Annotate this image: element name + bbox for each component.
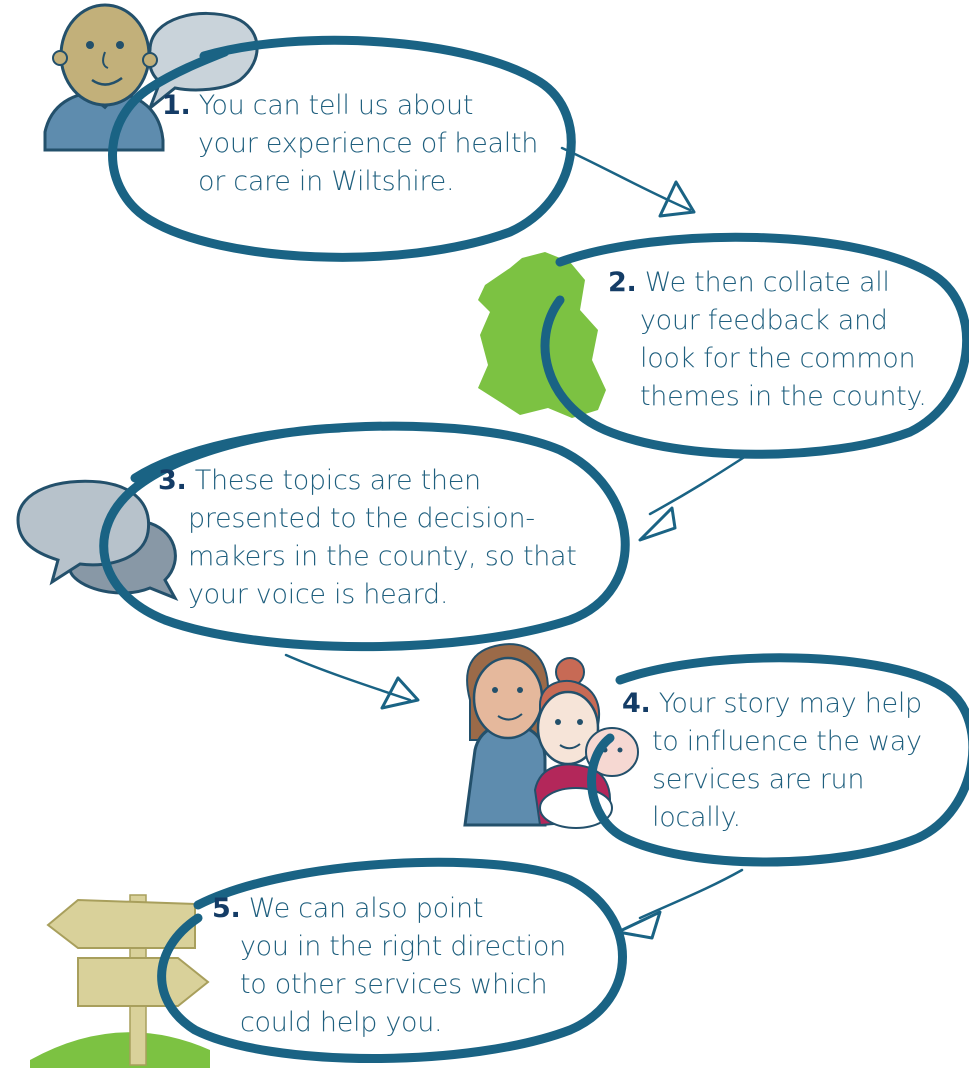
step-5-ellipse <box>157 857 627 1063</box>
step-2-line-1: We then collate all <box>644 267 890 298</box>
man-with-speech-bubble-icon <box>43 3 259 152</box>
step-4-number: 4. <box>622 688 651 719</box>
arrow-1-to-2 <box>560 146 696 218</box>
step-4-line-4: locally. <box>652 802 741 833</box>
arrow-3-to-4 <box>284 653 420 710</box>
step-5-line-4: could help you. <box>240 1007 443 1038</box>
step-1-line-1: You can tell us about <box>198 90 474 121</box>
speech-bubbles-icon <box>16 479 179 601</box>
step-2-number: 2. <box>608 267 637 298</box>
step-3-line-4: your voice is heard. <box>188 579 449 610</box>
step-3-line-2: presented to the decision- <box>188 503 535 534</box>
step-1-line-2: your experience of health <box>198 128 539 159</box>
step-4-text: 4. Your story may help to influence the … <box>622 685 922 837</box>
step-4-line-2: to influence the way <box>652 726 922 757</box>
step-1-text: 1. You can tell us about your experience… <box>162 87 538 201</box>
step-1-line-3: or care in Wiltshire. <box>198 166 455 197</box>
step-3-line-1: These topics are then <box>194 465 481 496</box>
family-illustration-icon <box>463 643 639 829</box>
step-1-number: 1. <box>162 90 191 121</box>
step-2-line-2: your feedback and <box>640 305 888 336</box>
step-4-ellipse <box>587 653 969 867</box>
step-2-line-3: look for the common <box>640 343 916 374</box>
step-5-line-3: to other services which <box>240 969 548 1000</box>
step-1-ellipse <box>108 35 576 262</box>
step-3-line-3: makers in the county, so that <box>188 541 577 572</box>
signpost-icon <box>30 894 210 1068</box>
arrow-4-to-5 <box>616 868 744 940</box>
step-3-number: 3. <box>158 465 187 496</box>
step-2-ellipse <box>540 232 969 459</box>
step-2-line-4: themes in the county. <box>640 381 927 412</box>
step-3-text: 3. These topics are then presented to th… <box>158 462 577 614</box>
step-5-text: 5. We can also point you in the right di… <box>212 890 566 1042</box>
step-4-line-3: services are run <box>652 764 865 795</box>
step-3-ellipse <box>99 421 630 652</box>
step-5-line-2: you in the right direction <box>240 931 566 962</box>
arrow-2-to-3 <box>638 454 748 542</box>
step-4-line-1: Your story may help <box>658 688 922 719</box>
step-5-line-1: We can also point <box>248 893 484 924</box>
step-2-text: 2. We then collate all your feedback and… <box>608 264 927 416</box>
step-5-number: 5. <box>212 893 241 924</box>
